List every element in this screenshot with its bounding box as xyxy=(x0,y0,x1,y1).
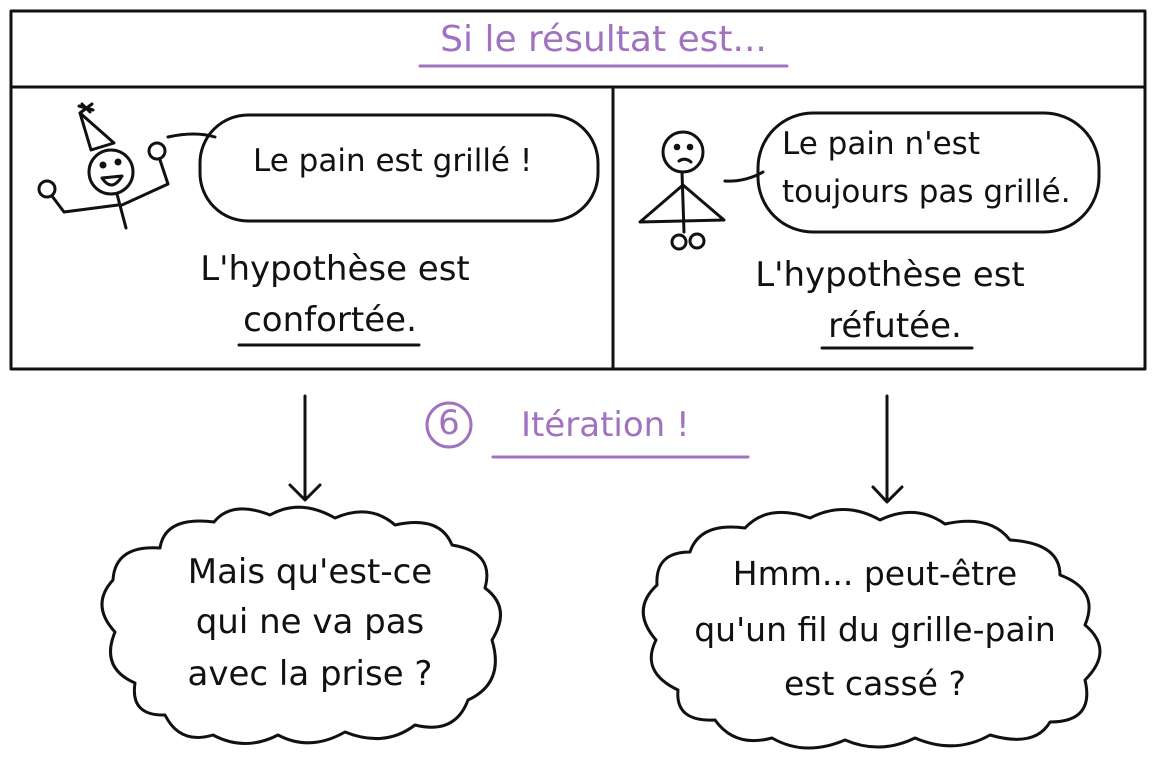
happy-stick-figure xyxy=(37,102,217,230)
left-hypothesis-line2: confortée. xyxy=(243,300,417,340)
outer-frame xyxy=(9,9,1147,371)
right-bubble-line1: Le pain n'est xyxy=(782,126,980,162)
right-down-arrow xyxy=(871,394,904,504)
right-thought-line1: Hmm... peut-être xyxy=(732,554,1018,593)
sad-stick-figure xyxy=(638,130,765,251)
right-hypothesis-line2: réfutée. xyxy=(828,306,962,346)
left-thought-line2: qui ne va pas xyxy=(195,602,425,642)
step-number-circle xyxy=(425,401,473,449)
step-number: 6 xyxy=(438,403,460,443)
right-hypothesis-line1: L'hypothèse est xyxy=(755,255,1025,295)
right-thought-line3: est cassé ? xyxy=(784,664,966,703)
left-hypothesis-line1: L'hypothèse est xyxy=(200,249,470,289)
right-bubble-line2: toujours pas grillé. xyxy=(782,174,1071,210)
left-bubble-text: Le pain est grillé ! xyxy=(253,143,533,179)
right-thought-cloud xyxy=(641,508,1102,750)
left-thought-line1: Mais qu'est-ce xyxy=(187,552,433,592)
header-title: Si le résultat est... xyxy=(440,19,767,60)
left-down-arrow xyxy=(288,394,322,502)
left-thought-line3: avec la prise ? xyxy=(187,654,433,694)
left-speech-bubble xyxy=(198,113,600,223)
right-speech-bubble xyxy=(756,111,1101,234)
iteration-label: Itération ! xyxy=(521,405,690,445)
right-thought-line2: qu'un fil du grille-pain xyxy=(694,610,1056,649)
left-thought-cloud xyxy=(100,505,502,745)
